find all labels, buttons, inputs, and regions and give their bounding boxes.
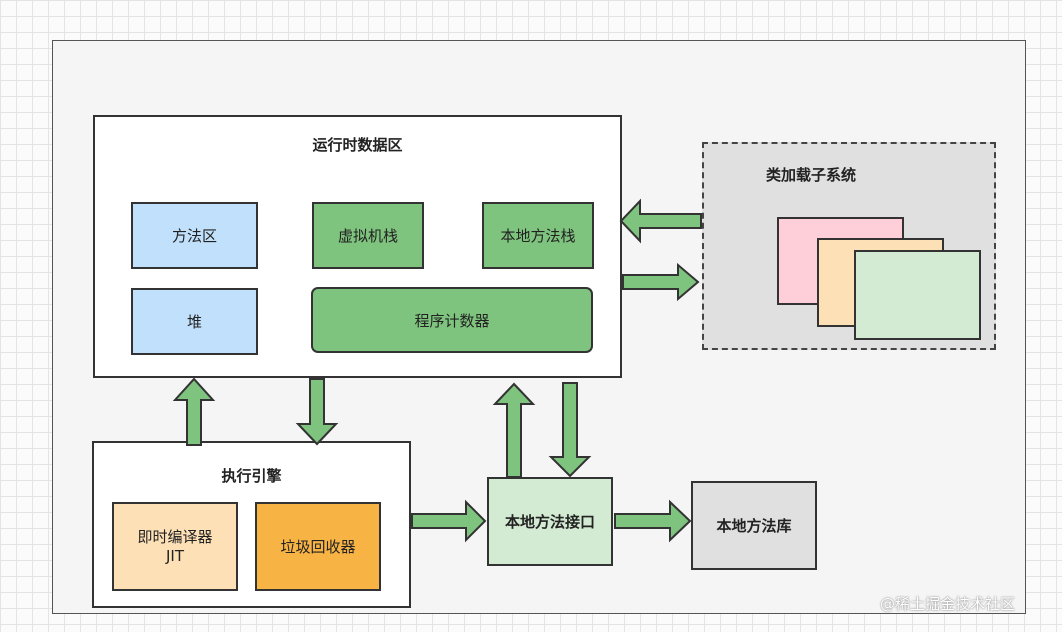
- native-method-interface-box: 本地方法接口: [487, 477, 613, 566]
- arrow-down-icon: [295, 378, 339, 446]
- arrow-right-icon: [622, 262, 700, 302]
- class-loader-title: 类加载子系统: [766, 166, 857, 184]
- execution-engine-title: 执行引擎: [221, 467, 282, 485]
- garbage-collector-box: 垃圾回收器: [255, 502, 381, 591]
- watermark: @稀土掘金技术社区: [880, 595, 1016, 613]
- arrow-right-icon: [614, 499, 692, 543]
- arrow-right-icon: [411, 499, 487, 543]
- jit-compiler-label: 即时编译器: [137, 527, 213, 546]
- program-counter-box: 程序计数器: [311, 287, 593, 353]
- arrow-left-icon: [619, 198, 702, 244]
- jit-compiler-box: 即时编译器 JIT: [112, 502, 238, 591]
- arrow-up-icon: [492, 382, 536, 478]
- jit-compiler-sublabel: JIT: [165, 546, 184, 565]
- method-area-box: 方法区: [131, 202, 258, 269]
- vm-stack-box: 虚拟机栈: [312, 202, 424, 269]
- native-method-stack-box: 本地方法栈: [482, 202, 594, 269]
- arrow-up-icon: [172, 377, 216, 446]
- class-file-icon: [854, 250, 981, 340]
- heap-box: 堆: [131, 288, 258, 355]
- arrow-down-icon: [548, 382, 592, 478]
- runtime-data-area-title: 运行时数据区: [312, 136, 403, 154]
- native-method-library-box: 本地方法库: [691, 481, 817, 570]
